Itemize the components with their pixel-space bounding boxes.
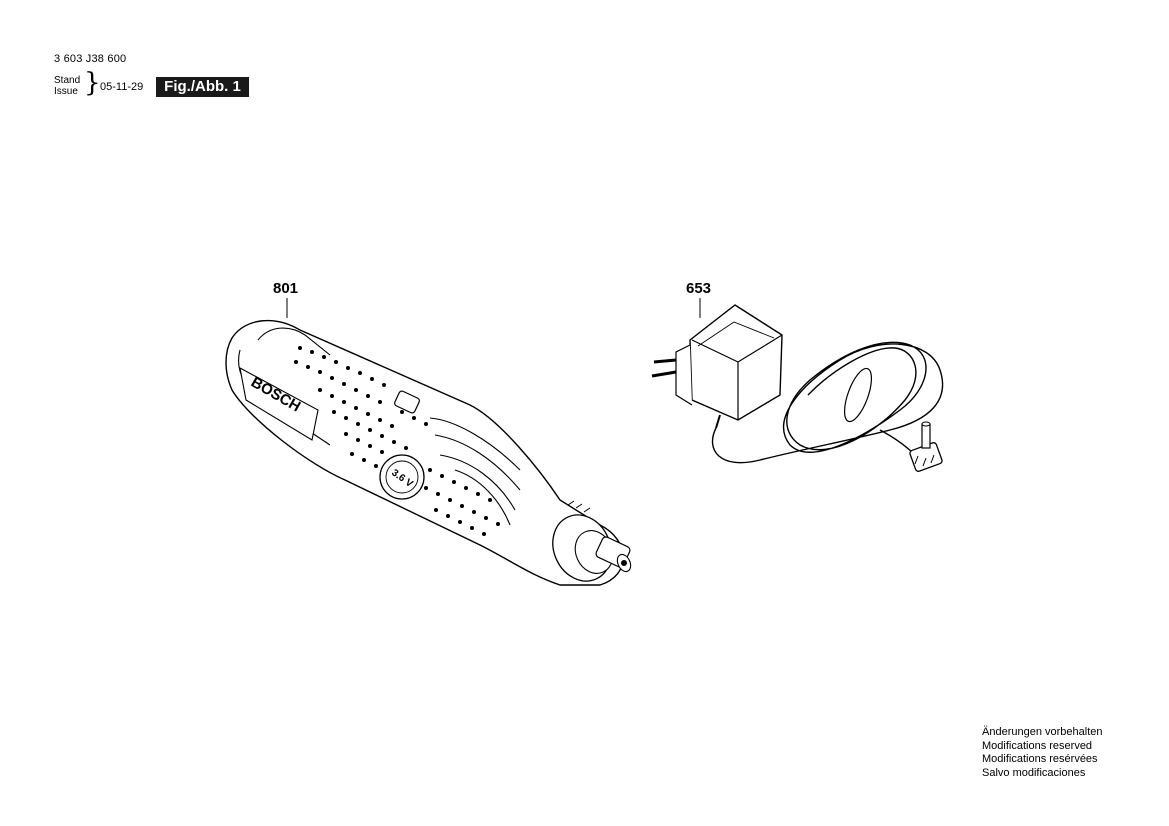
stand-issue-label: Stand Issue — [54, 75, 80, 97]
part-number-801: 801 — [273, 280, 299, 297]
grip-dots — [294, 346, 500, 536]
connector-pin — [921, 423, 931, 449]
modification-notes: Änderungen vorbehalten Modifications res… — [982, 726, 1102, 780]
note-es: Salvo modificaciones — [982, 766, 1086, 779]
plug-pin — [651, 370, 677, 378]
issue-label: Issue — [54, 86, 78, 97]
stand-label: Stand — [54, 75, 81, 86]
brace-glyph: } — [84, 68, 101, 98]
tool-body — [225, 319, 624, 586]
note-de: Änderungen vorbehalten — [982, 726, 1103, 738]
figure-label: Fig./Abb. 1 — [156, 77, 249, 97]
charger-adapter — [651, 304, 944, 472]
cordless-screwdriver: BOSCH 3.6 V — [225, 319, 632, 586]
note-fr: Modifications resérvées — [982, 753, 1098, 765]
charger-cable — [711, 341, 944, 464]
plug-pin — [653, 358, 677, 364]
document-number: 3 603 J38 600 — [54, 53, 127, 65]
part-number-653: 653 — [686, 280, 712, 297]
cable-tie — [843, 367, 873, 423]
charger-housing — [689, 304, 783, 421]
brand-plate — [239, 366, 319, 441]
issue-date: 05-11-29 — [100, 81, 144, 93]
direction-switch — [394, 390, 420, 414]
note-en: Modifications reserved — [982, 739, 1093, 752]
